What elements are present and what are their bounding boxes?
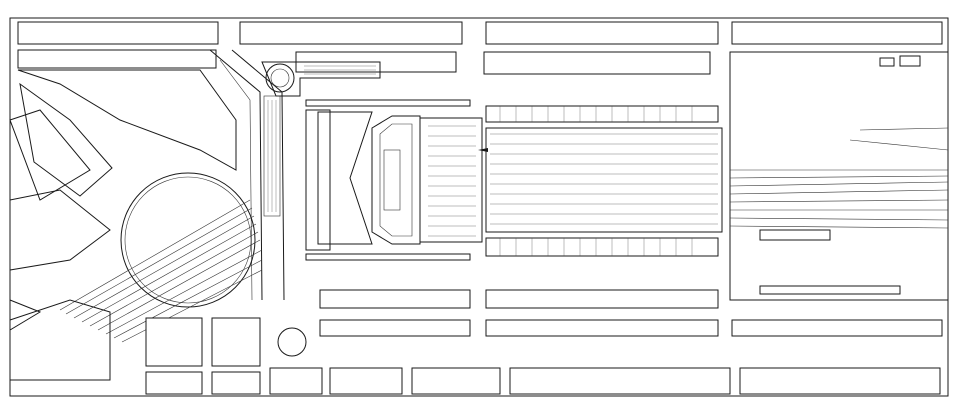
bottom-roundabout (277, 327, 307, 357)
rail-yard (729, 51, 949, 301)
bottom-strip-blocks (319, 289, 943, 395)
platform-tracks (485, 127, 723, 233)
left-district (9, 49, 285, 331)
top-city-blocks (17, 21, 943, 75)
forecourt-parking (305, 99, 471, 261)
admin-building (261, 61, 381, 217)
station-concourse (371, 115, 488, 245)
roundhouse (59, 172, 263, 343)
track-side-parking (485, 105, 719, 257)
bottom-left-blocks (9, 299, 501, 395)
